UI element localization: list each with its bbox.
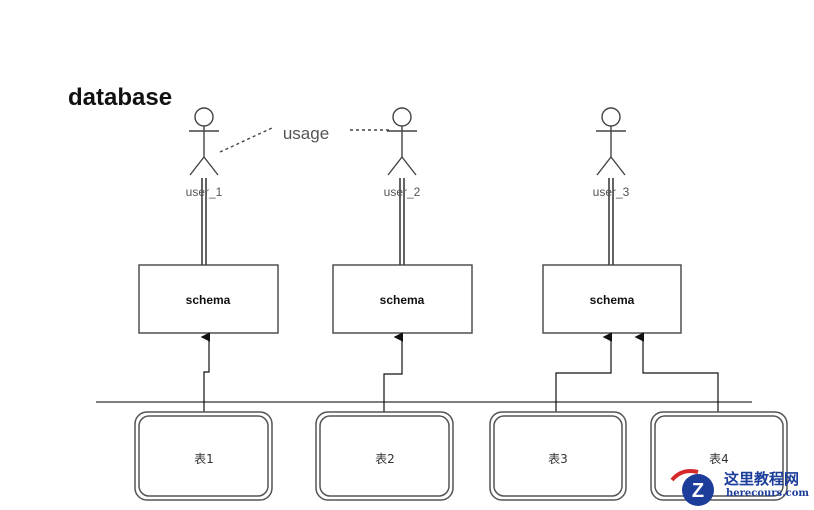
usage-link [219, 127, 392, 153]
actor-user-3 [596, 107, 626, 176]
schema-label: schema [590, 293, 635, 307]
z-logo-icon: Z [670, 469, 714, 506]
watermark-en: herecours.com [726, 488, 810, 499]
user-label: user_1 [186, 185, 223, 199]
schema-box-3 [542, 264, 682, 334]
table-label: 表2 [375, 452, 395, 466]
schema-box-1 [138, 264, 279, 334]
svg-text:Z: Z [692, 480, 704, 502]
user-label: user_3 [593, 185, 630, 199]
actor-user-1 [189, 107, 219, 176]
table-label: 表4 [709, 452, 729, 466]
actor-schema-links [201, 178, 614, 265]
diagram-title: database [68, 84, 173, 111]
user-label: user_2 [384, 185, 421, 199]
actor-user-2 [387, 107, 417, 176]
schema-box-2 [332, 264, 473, 334]
table-box-1 [134, 411, 273, 501]
usage-label: usage [283, 124, 329, 143]
schema-label: schema [380, 293, 425, 307]
table-box-2 [315, 411, 454, 501]
table-label: 表3 [548, 452, 568, 466]
table-schema-arrows [200, 332, 719, 412]
table-box-4 [650, 411, 788, 501]
table-label: 表1 [194, 452, 214, 466]
watermark-logo: Z 这里教程网 herecours.com [668, 466, 814, 510]
watermark-cn: 这里教程网 [724, 470, 800, 488]
schema-label: schema [186, 293, 231, 307]
table-box-3 [489, 411, 627, 501]
